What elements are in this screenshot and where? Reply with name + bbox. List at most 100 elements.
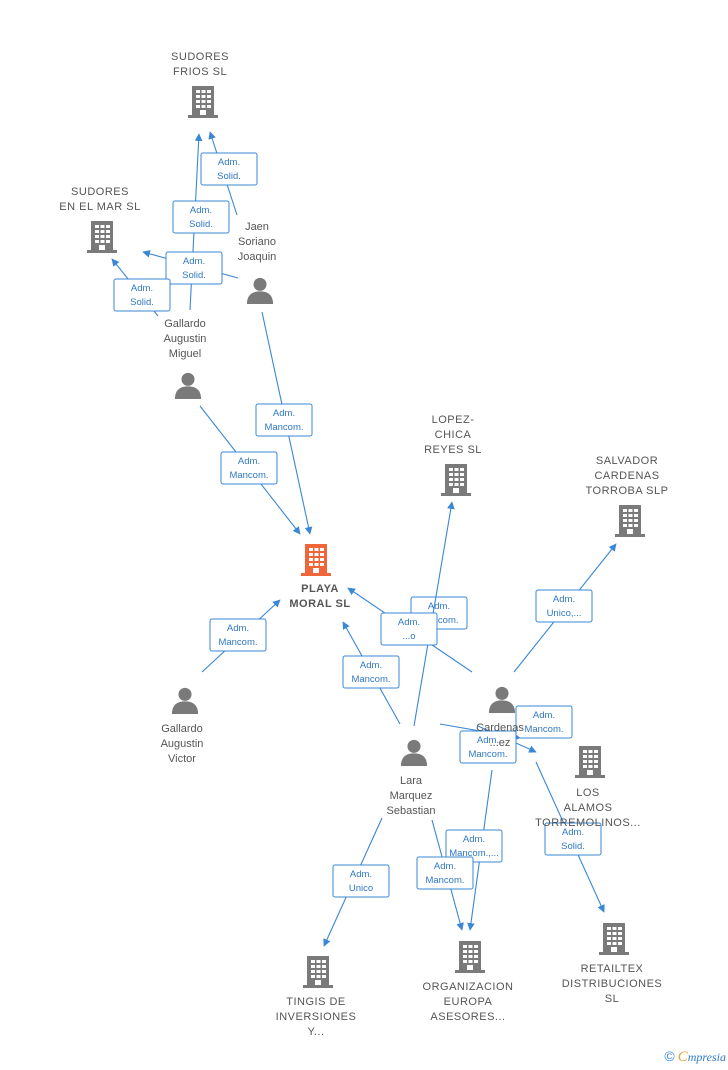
edge-gmiguel-frios: Adm. Solid. xyxy=(172,133,230,311)
edge-label-text: Solid. xyxy=(189,219,213,230)
building-icon[interactable] xyxy=(303,956,333,988)
edge-label-box[interactable] xyxy=(172,200,230,234)
node-label: LOS xyxy=(576,787,600,799)
edge-label-text: Adm. xyxy=(190,205,212,216)
edge-label-text: Adm. xyxy=(218,157,240,168)
edge-label-text: Adm. xyxy=(398,617,420,628)
company-node-organizacion[interactable]: ORGANIZACIONEUROPAASESORES... xyxy=(423,941,514,1023)
node-label: Marquez xyxy=(390,790,433,802)
brand-logo-text: mpresia xyxy=(687,1050,726,1064)
edge-jaen-playa: Adm. Mancom. xyxy=(255,311,313,535)
node-label: INVERSIONES xyxy=(276,1011,357,1023)
edge-label-box[interactable] xyxy=(544,822,602,856)
edge-label-box[interactable] xyxy=(113,278,171,312)
person-node-cardenas[interactable]: Cardenas ...ez xyxy=(476,686,524,749)
edge-cardenas-organizacion: Adm.Mancom.,... xyxy=(445,769,503,931)
edge-gmiguel-playa: Adm. Mancom. xyxy=(199,405,301,535)
person-icon[interactable] xyxy=(171,687,199,714)
company-node-tingis[interactable]: TINGIS DEINVERSIONESY... xyxy=(276,956,357,1038)
node-label: Augustin xyxy=(164,333,207,345)
company-node-frios[interactable]: SUDORES FRIOS SL xyxy=(171,51,229,118)
edge-label-text: Mancom. xyxy=(218,637,257,648)
person-icon[interactable] xyxy=(488,686,516,713)
edges-layer: Adm. Solid. Adm. Solid. Adm. Solid. Adm. Solid.… xyxy=(111,131,617,947)
node-label: SUDORES xyxy=(171,51,229,63)
edge-label-text: Adm. xyxy=(273,408,295,419)
building-icon[interactable] xyxy=(188,86,218,118)
node-label: SALVADOR xyxy=(596,455,658,467)
edge-label-box[interactable] xyxy=(255,403,313,437)
node-label: Cardenas xyxy=(476,722,524,734)
edge-label-box[interactable] xyxy=(200,152,258,186)
node-label: ORGANIZACION xyxy=(423,981,514,993)
building-icon[interactable] xyxy=(441,464,471,496)
edge-label-text: Solid. xyxy=(217,171,241,182)
node-label: ...ez xyxy=(490,737,511,749)
edge-label-box[interactable] xyxy=(416,856,474,890)
node-label: DISTRIBUCIONES xyxy=(562,978,663,990)
edge-label-box[interactable] xyxy=(515,705,573,739)
edge-label-text: Mancom. xyxy=(425,875,464,886)
node-label: SUDORES xyxy=(71,186,129,198)
edge-label-box[interactable] xyxy=(445,829,503,863)
company-node-alamos[interactable]: LOS ALAMOS TORREMOLINOS... xyxy=(535,746,641,829)
company-node-marsl[interactable]: SUDORES EN EL MAR SL xyxy=(59,186,140,253)
edge-gvictor-playa: Adm.Mancom. xyxy=(201,599,281,673)
edge-label-text: Mancom. xyxy=(351,674,390,685)
node-label: Soriano xyxy=(238,236,276,248)
edge-label-box[interactable] xyxy=(209,618,267,652)
person-icon[interactable] xyxy=(246,277,274,304)
edge-label-box[interactable] xyxy=(459,730,517,764)
edge-cardenas-retailtex: Adm.Solid. xyxy=(535,761,605,913)
building-icon[interactable] xyxy=(615,505,645,537)
node-label: ALAMOS xyxy=(564,802,613,814)
node-label: EN EL MAR SL xyxy=(59,201,140,213)
edge-label-text: Solid. xyxy=(130,297,154,308)
node-label: MORAL SL xyxy=(289,598,350,610)
edge-label-box[interactable] xyxy=(332,864,390,898)
person-icon[interactable] xyxy=(400,739,428,766)
brand-logo-initial: C xyxy=(677,1049,688,1065)
node-label: Miguel xyxy=(169,348,201,360)
node-label: REYES SL xyxy=(424,444,482,456)
edge-label-box[interactable] xyxy=(220,451,278,485)
building-icon[interactable] xyxy=(455,941,485,973)
node-label: FRIOS SL xyxy=(173,66,227,78)
edge-jaen-marsl: Adm.Solid. xyxy=(142,250,239,285)
edge-label-text: Mancom. xyxy=(524,724,563,735)
node-label: EUROPA xyxy=(444,996,493,1008)
building-icon[interactable] xyxy=(599,923,629,955)
edge-label-box[interactable] xyxy=(380,612,438,646)
edge-label-text: Unico,... xyxy=(547,608,582,619)
building-icon[interactable] xyxy=(301,544,331,576)
edge-label-box[interactable] xyxy=(342,655,400,689)
edge-lara-tingis: Adm.Unico xyxy=(323,817,390,947)
node-label: LOPEZ- xyxy=(432,414,475,426)
edge-label-text: Adm. xyxy=(434,861,456,872)
edge-label-text: Mancom. xyxy=(264,422,303,433)
edge-label-text: Solid. xyxy=(561,841,585,852)
brand-footer: ©Cmpresia xyxy=(664,1048,726,1066)
edge-label-box[interactable] xyxy=(165,251,223,285)
edge-label-box[interactable] xyxy=(535,589,593,623)
building-icon[interactable] xyxy=(575,746,605,778)
edge-label-text: Adm. xyxy=(533,710,555,721)
building-icon[interactable] xyxy=(87,221,117,253)
node-label: SL xyxy=(605,993,619,1005)
node-label: Jaen xyxy=(245,221,269,233)
edge-label-text: Adm. xyxy=(183,256,205,267)
person-icon[interactable] xyxy=(174,372,202,399)
node-label: TORREMOLINOS... xyxy=(535,817,641,829)
edge-label-text: ...o xyxy=(402,631,415,642)
edge-lara-alamos: Adm.Mancom. xyxy=(439,723,521,764)
